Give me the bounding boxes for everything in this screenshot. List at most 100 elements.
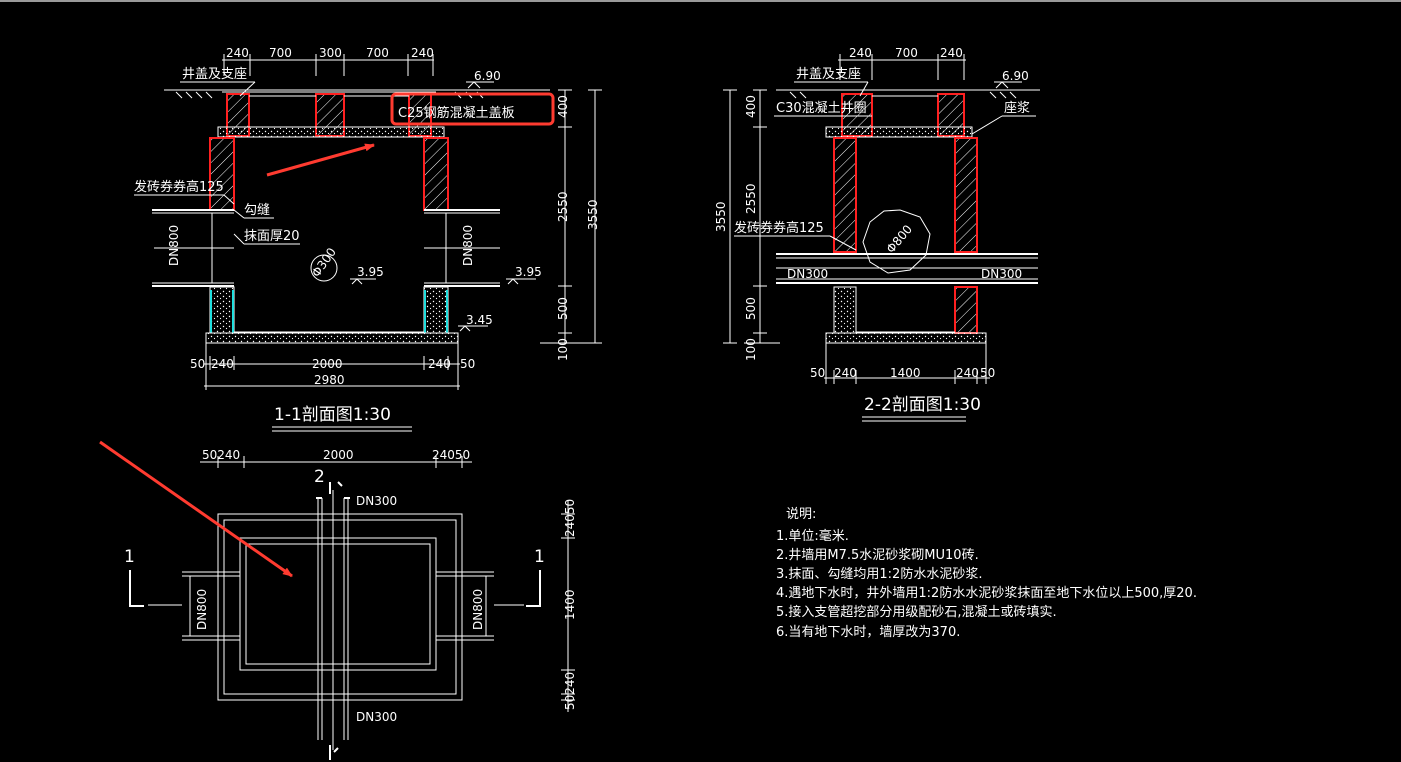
s1-elev-right-text: 3.95 [515,265,542,279]
s1-bdim-total: 2980 [314,373,345,387]
s2-vertical-dimensions: 400 2550 500 100 3550 [714,89,780,361]
s2-bottom-dimensions: 50 240 1400 240 50 [810,343,995,384]
s2-pipe-left-label: DN300 [787,267,828,281]
s1-base-slab [205,332,459,344]
plan-tdim-2: 2000 [323,448,354,462]
notes-item-3: 3.抹面、勾缝均用1:2防水水泥砂浆. [776,566,982,582]
s2-vdim-total: 3550 [714,201,728,232]
s1-elevation-top: 6.90 [466,69,501,89]
s2-bdim-4: 240 [956,366,979,380]
s1-bottom-dimensions: 50 240 2000 240 50 2980 [190,343,475,390]
s1-elev-top-text: 6.90 [474,69,501,83]
s2-label-grout: 座浆 [1004,101,1030,116]
notes-block: 说明: 1.单位:毫米. 2.井墙用M7.5水泥砂浆砌MU10砖. 3.抹面、勾… [776,507,1197,640]
plan-tdim-1: 50240 [202,448,240,462]
s2-vdim-500: 500 [744,297,758,320]
plan-section-mark-1-left: 1 [124,547,135,567]
s1-dim-top-2: 700 [269,46,292,60]
notes-item-1: 1.单位:毫米. [776,528,849,544]
plan-outer-wall [217,513,463,701]
s2-dim-top-2: 700 [895,46,918,60]
s2-dim-top-1: 240 [849,46,872,60]
s2-bdim-1: 50 [810,366,825,380]
s1-dim-top-3: 300 [319,46,342,60]
s1-label-joint: 勾缝 [244,203,270,218]
s1-vdim-100: 100 [556,338,570,361]
s1-vdim-400: 400 [556,95,570,118]
window-top-border [0,0,1401,2]
s1-pipe-right-label: DN800 [461,225,475,266]
notes-item-6: 6.当有地下水时，墙厚改为370. [776,625,960,640]
s2-vdim-100: 100 [744,338,758,361]
s1-wall-right-lower [423,286,449,334]
s2-ring-slab [825,126,973,138]
s1-cover-slab [217,126,445,138]
s2-title: 2-2剖面图1:30 [864,395,981,415]
s1-pipe-circle [310,254,338,282]
s2-label-cover: 井盖及支座 [796,67,861,82]
plan-pipe-bottom-label: DN300 [356,710,397,724]
section-1-1: 240 700 300 700 240 [134,46,602,432]
s2-pipe-right-label: DN300 [981,267,1022,281]
s1-wall-left-lower [209,286,235,334]
s1-bdim-4: 240 [428,357,451,371]
s1-dim-top-5: 240 [411,46,434,60]
s1-elev-mid-text: 3.95 [357,265,384,279]
s2-pipe-octagon [862,209,931,274]
s1-elevation-mid: 3.95 3.95 [350,265,542,285]
notes-item-5: 5.接入支管超挖部分用级配砂石,混凝土或砖填实. [776,604,1057,620]
s2-label-arch: 发砖券券高125 [734,220,824,236]
s2-vdim-2550: 2550 [744,183,758,214]
s2-elev-top-text: 6.90 [1002,69,1029,83]
s2-elevation-top: 6.90 [994,69,1029,89]
plan-rdim-3: 50240 [563,672,577,710]
plan-right-dimensions: 24050 1400 50240 [561,499,577,712]
plan-rdim-2: 1400 [563,589,577,620]
notes-heading: 说明: [786,507,816,522]
plan-pipe-right-label: DN800 [471,589,485,630]
s1-label-plaster: 抹面厚20 [244,229,300,244]
s2-bdim-5: 50 [980,366,995,380]
notes-item-4: 4.遇地下水时，井外墙用1:2防水水泥砂浆抹面至地下水位以上500,厚20. [776,585,1197,601]
s1-label-arch: 发砖券券高125 [134,179,224,195]
s1-dim-top-4: 700 [366,46,389,60]
section1-top-dimensions: 240 700 300 700 240 [222,46,434,76]
s1-vertical-dimensions: 400 2550 500 100 3550 [540,89,602,361]
s2-pipe-circle-label: Φ800 [884,222,916,256]
plan-top-dimensions: 50240 2000 24050 [200,448,472,468]
s1-bdim-2: 240 [211,357,234,371]
s2-bdim-3: 1400 [890,366,921,380]
s1-pipe-circle-label: Φ300 [309,245,339,280]
s1-vdim-2550: 2550 [556,191,570,222]
s2-base-slab [825,332,987,344]
s2-top-dimensions: 240 700 240 [838,46,966,80]
s2-wall-right-upper [954,137,978,253]
s1-bdim-1: 50 [190,357,205,371]
s1-vdim-500: 500 [556,297,570,320]
s1-elevation-bottom: 3.45 [458,313,493,332]
annotation-arrow-1 [266,143,375,177]
s1-bdim-3: 2000 [312,357,343,371]
s2-wall-left-upper [833,137,857,253]
s1-pipe-left-label: DN800 [167,225,181,266]
plan-pipe-top-label: DN300 [356,494,397,508]
plan-section-mark-1-right: 1 [534,547,545,567]
plan-pipe-left-label: DN800 [195,589,209,630]
s1-elev-bottom-text: 3.45 [466,313,493,327]
s2-label-ring: C30混凝土井圈 [776,100,867,116]
section-2-2: 240 700 240 Φ800 DN300 DN300 [714,46,1040,422]
plan-tdim-3: 24050 [432,448,470,462]
s1-label-cover: 井盖及支座 [182,67,247,82]
plan-rdim-1: 24050 [563,499,577,537]
s1-label-slab: C25钢筋混凝土盖板 [398,105,515,121]
s2-wall-left-lower [833,286,857,334]
notes-item-2: 2.井墙用M7.5水泥砂浆砌MU10砖. [776,548,979,563]
s1-dim-top-1: 240 [226,46,249,60]
s2-vdim-400: 400 [744,95,758,118]
s1-bdim-5: 50 [460,357,475,371]
plan-section-mark-2-top: 2 [314,467,325,487]
s2-bdim-2: 240 [834,366,857,380]
s2-dim-top-3: 240 [940,46,963,60]
s1-title: 1-1剖面图1:30 [274,405,391,425]
